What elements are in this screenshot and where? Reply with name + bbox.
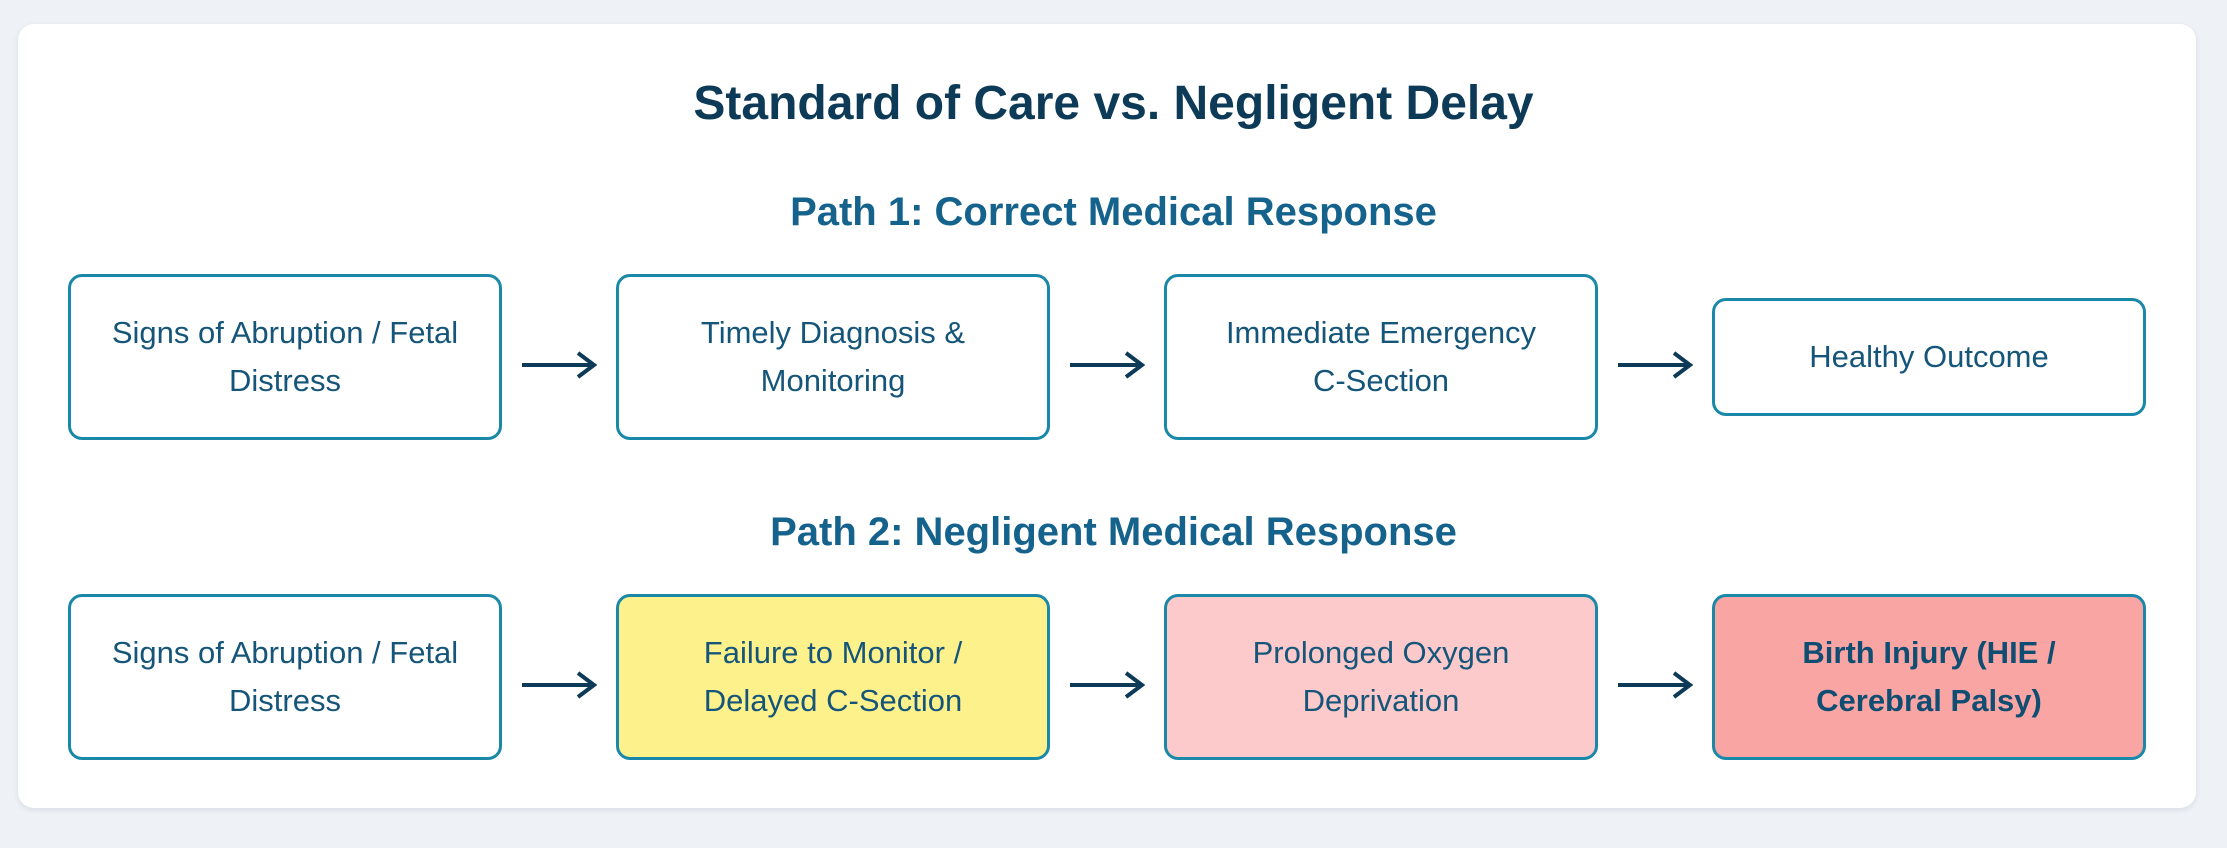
path-2-step-signs-of-distress: Signs of Abruption / Fetal Distress <box>68 594 502 760</box>
right-arrow-icon <box>1068 670 1146 700</box>
path-2-heading: Path 2: Negligent Medical Response <box>770 510 1457 554</box>
right-arrow-icon <box>520 670 598 700</box>
step-label: Prolonged Oxygen Deprivation <box>1252 635 1510 718</box>
right-arrow-icon <box>1068 350 1146 380</box>
path-2-step-failure-to-monitor: Failure to Monitor / Delayed C-Section <box>616 594 1050 760</box>
path-1-heading: Path 1: Correct Medical Response <box>790 190 1437 234</box>
step-label: Failure to Monitor / Delayed C-Section <box>703 635 963 718</box>
step-label: Immediate Emergency C-Section <box>1225 315 1537 398</box>
step-label: Timely Diagnosis & Monitoring <box>700 315 966 398</box>
path-1-step-signs-of-distress: Signs of Abruption / Fetal Distress <box>68 274 502 440</box>
path-2-step-oxygen-deprivation: Prolonged Oxygen Deprivation <box>1164 594 1598 760</box>
diagram-title: Standard of Care vs. Negligent Delay <box>693 77 1534 130</box>
right-arrow-icon <box>520 350 598 380</box>
path-1-step-timely-diagnosis: Timely Diagnosis & Monitoring <box>616 274 1050 440</box>
right-arrow-icon <box>1616 350 1694 380</box>
step-label: Healthy Outcome <box>1809 339 2049 374</box>
path-1-step-healthy-outcome: Healthy Outcome <box>1712 298 2146 416</box>
path-1-step-emergency-c-section: Immediate Emergency C-Section <box>1164 274 1598 440</box>
path-2-step-birth-injury: Birth Injury (HIE / Cerebral Palsy) <box>1712 594 2146 760</box>
step-label: Birth Injury (HIE / Cerebral Palsy) <box>1802 635 2056 718</box>
step-label: Signs of Abruption / Fetal Distress <box>111 635 459 718</box>
right-arrow-icon <box>1616 670 1694 700</box>
step-label: Signs of Abruption / Fetal Distress <box>111 315 459 398</box>
